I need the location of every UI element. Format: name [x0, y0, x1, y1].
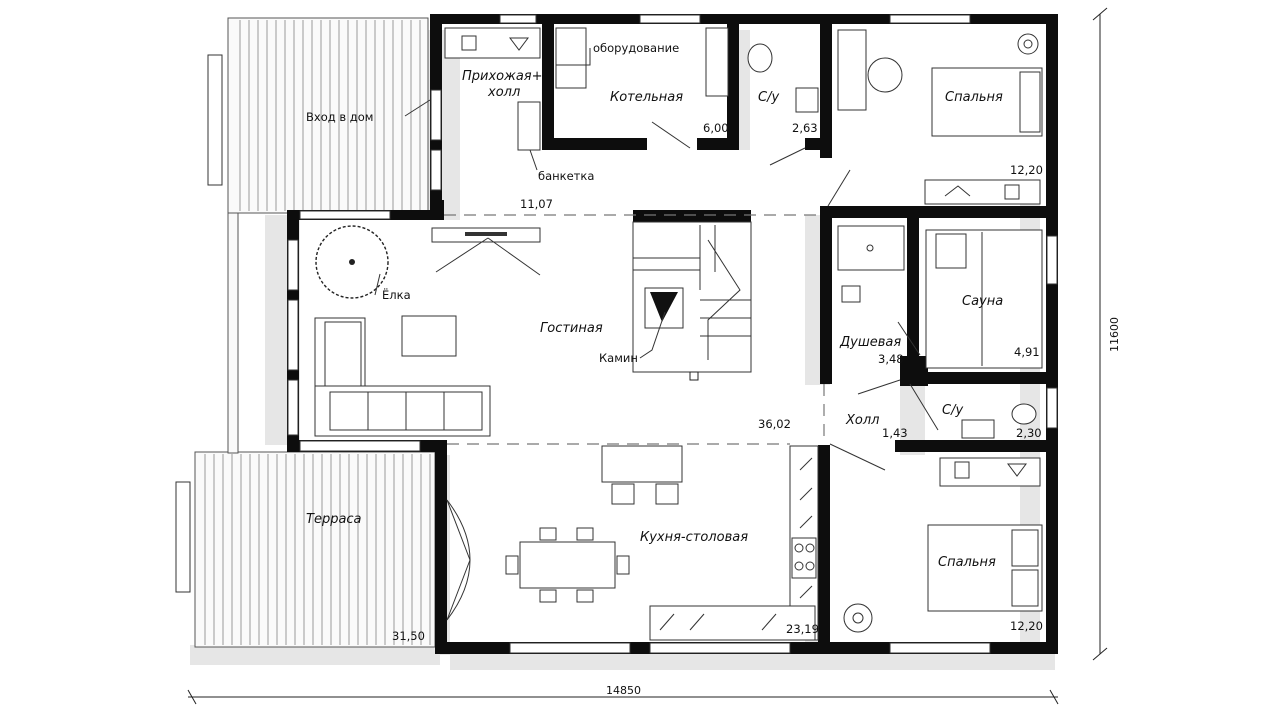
- equipment-callout: оборудование: [593, 41, 679, 55]
- wc-mid-name: С/у: [942, 403, 963, 418]
- bench-callout: банкетка: [538, 169, 594, 183]
- width-dimension: 14850: [606, 684, 641, 697]
- boiler-room-name: Котельная: [610, 90, 683, 105]
- room-labels: Прихожая+ холл 11,07 Котельная 6,00 С/у …: [306, 69, 1043, 643]
- fireplace-callout: Камин: [599, 351, 638, 365]
- wc-top-area: 2,63: [792, 121, 818, 135]
- living-room-name: Гостиная: [540, 321, 603, 336]
- entrance-hall-name-line2: холл: [487, 85, 520, 100]
- shower-name: Душевая: [839, 335, 901, 350]
- dimension-lines: [187, 7, 1108, 705]
- entrance-hall-area: 11,07: [520, 197, 553, 211]
- doors: [404, 99, 939, 621]
- height-dimension: 11600: [1108, 317, 1121, 352]
- callout-labels: оборудование банкетка Вход в дом Ёлка Ка…: [306, 41, 679, 365]
- kitchen-name: Кухня-столовая: [640, 530, 748, 545]
- terrace-name: Терраса: [306, 512, 362, 527]
- bedroom-top-name: Спальня: [945, 90, 1003, 105]
- living-room-area: 36,02: [758, 417, 791, 431]
- entrance-callout: Вход в дом: [306, 110, 373, 124]
- wc-top-name: С/у: [758, 90, 779, 105]
- wc-mid-area: 2,30: [1016, 426, 1042, 440]
- terrace-area: 31,50: [392, 629, 425, 643]
- bedroom-top-area: 12,20: [1010, 163, 1043, 177]
- tree-callout: Ёлка: [382, 287, 411, 302]
- hall-name: Холл: [845, 413, 879, 428]
- bedroom-bottom-area: 12,20: [1010, 619, 1043, 633]
- windows: [287, 14, 1058, 654]
- leader-lines: [374, 48, 666, 359]
- zone-lines: [444, 214, 825, 445]
- terrace-deck: [175, 17, 436, 648]
- boiler-room-area: 6,00: [703, 121, 729, 135]
- kitchen-area: 23,19: [786, 622, 819, 636]
- hall-area: 1,43: [882, 426, 908, 440]
- bedroom-bottom-name: Спальня: [938, 555, 996, 570]
- shower-area: 3,48: [878, 352, 904, 366]
- sauna-area: 4,91: [1014, 345, 1040, 359]
- sauna-name: Сауна: [962, 294, 1003, 309]
- entrance-hall-name-line1: Прихожая+: [462, 69, 543, 84]
- furniture: [314, 27, 1043, 641]
